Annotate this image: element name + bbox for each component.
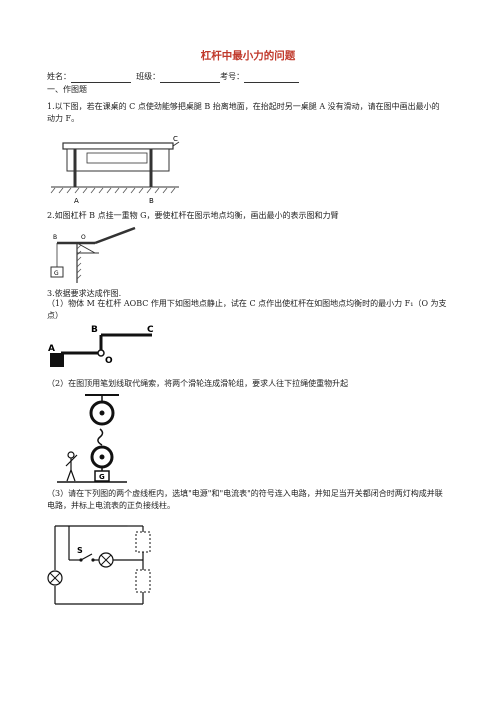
lever-figure: G B O [50,226,136,283]
lamp-1-cross-b [49,572,61,584]
dashed-box-top [135,531,151,553]
support-strut [76,242,96,254]
id-label: 考号： [220,72,245,81]
section-heading: 一、作图题 [47,85,87,94]
fixed-pulley-axle [99,410,105,416]
floor-hatching [50,187,176,194]
label-c: C [173,135,178,143]
circuit-wires [54,525,144,605]
question-3-text: 3.依据要求达成作图. [47,289,122,298]
drawer-front [86,152,148,164]
pivot-o [97,349,105,357]
person-figure [65,451,78,482]
connector-hook [97,428,104,446]
question-3-sub1: （1）物体 M 在杠杆 AOBC 作用下如图地点静止，试在 C 点作出使杠杆在如… [47,299,447,320]
question-3-sub3: （3）请在下列图的两个虚线框内，选填"电源"和"电流表"的符号连入电路，并知足当… [47,489,443,510]
question-3-sub2: （2）在图顶用笔划线取代绳索，将两个滑轮连成滑轮组，要求人往下拉绳使重物升起 [47,379,349,388]
weight-m [50,353,64,367]
class-label: 班级： [136,72,161,81]
name-label: 姓名： [47,72,71,81]
label-o: O [81,234,86,241]
class-blank [160,73,221,83]
label-c3: C [147,325,154,335]
question-2-text: 2.如图杠杆 B 点挂一重物 G，要使杠杆在图示地点均衡，画出最小的表示图和力臂 [47,211,339,220]
circuit-figure: S [47,525,151,605]
lamp-2-cross-b [100,554,112,566]
label-b: B [149,197,154,205]
weight-g [50,266,64,278]
label-a: A [74,197,79,205]
weight-g3 [94,470,110,482]
desk-figure: A B C [50,135,180,205]
label-b2: B [53,234,57,241]
switch-contact [91,558,95,562]
pulley-figure: G [57,394,127,483]
question-1-text: 1.以下图，若在课桌的 C 点使劲能够把桌腿 B 抬离地面，在抬起时另一桌腿 A… [47,102,440,123]
movable-pulley-axle [99,454,105,460]
desk-edge-c [172,141,180,147]
dashed-box-bottom [135,569,151,593]
lever-slope [94,226,136,245]
aobc-lever-figure: A O B C [48,325,154,367]
label-g: G [54,270,59,277]
switch-blade [80,553,93,561]
label-b3: B [91,325,98,335]
student-info-row: 姓名： 班级： 考号： [47,71,447,83]
wall-hatching [76,244,82,280]
label-g3: G [99,473,105,481]
id-blank [244,73,300,83]
name-blank [71,73,131,83]
label-a3: A [48,344,55,354]
label-s: S [77,546,83,555]
page-title: 杠杆中最小力的问题 [200,50,296,62]
label-o3: O [105,356,113,366]
desk-top [62,142,174,150]
